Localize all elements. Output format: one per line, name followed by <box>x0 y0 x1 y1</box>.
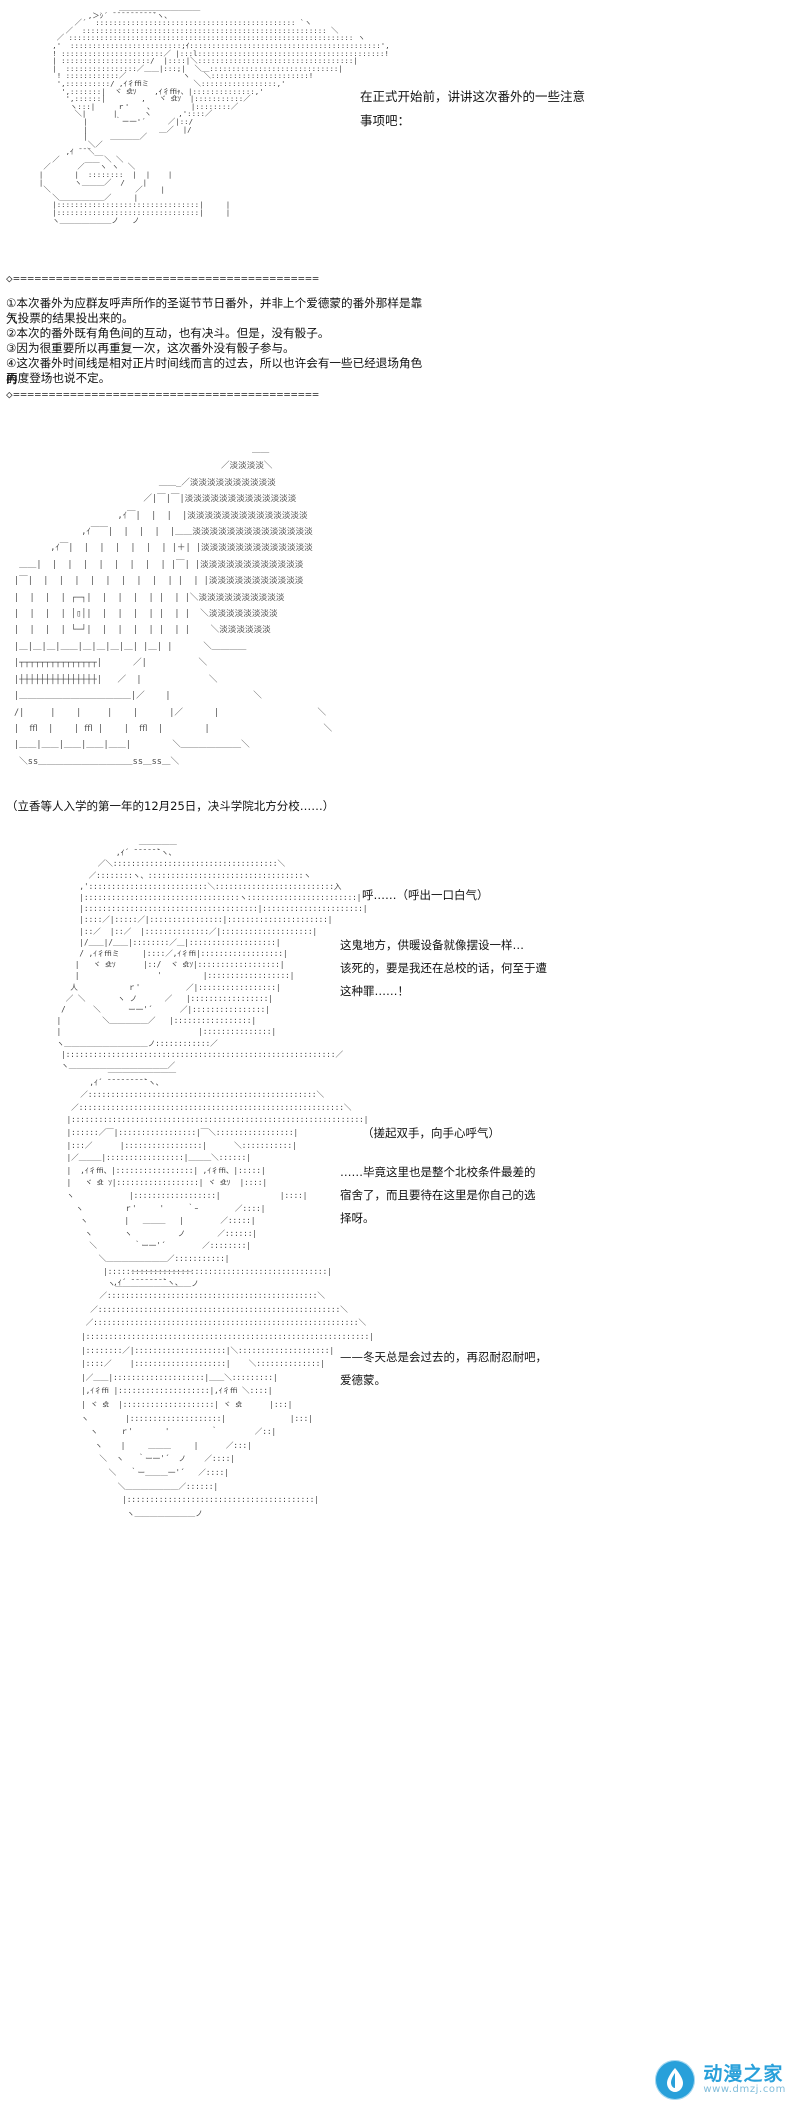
narration-intro-line1: 在正式开始前，讲讲这次番外的一些注意 <box>360 89 586 104</box>
watermark-site-url: www.dmzj.com <box>703 2083 786 2095</box>
notice-item-2: ②本次的番外既有角色间的互动，也有决斗。但是，没有骰子。 <box>6 326 330 340</box>
ascii-art-character-3: ＿＿＿＿＿＿＿＿＿ ,ｲ´ ̄ ̄ ̄ ̄ ̄ ̄ ̄ ̄ ̄`ヽ、 ／::::… <box>66 1065 369 1289</box>
dialogue-4-line2: ……毕竟这里也是整个北校条件最差的 <box>340 1165 536 1179</box>
ascii-art-character-2: ＿＿＿＿＿ ,ｲ´ ̄ ̄ ̄ ̄ ̄ ̄`ヽ、 ／＼:::::::::::::… <box>56 837 368 1071</box>
notice-separator-bottom: ◇=======================================… <box>6 388 320 401</box>
dialogue-4-line3: 宿舍了，而且要待在这里是你自己的选 <box>340 1188 536 1202</box>
notice-item-3: ③因为很重要所以再重复一次，这次番外没有骰子参与。 <box>6 341 295 355</box>
site-watermark: 动漫之家 www.dmzj.com <box>655 2060 786 2100</box>
notice-separator-top: ◇=======================================… <box>6 272 320 285</box>
dialogue-3-line3: 该死的，要是我还在总校的话，何至于遭 <box>340 961 547 975</box>
dialogue-5-line1: ——冬天总是会过去的，再忍耐忍耐吧， <box>340 1350 547 1364</box>
water-drop-icon <box>655 2060 696 2100</box>
narration-intro-line2: 事项吧： <box>360 113 411 128</box>
scene-caption-date: （立香等人入学的第一年的12月25日，决斗学院北方分校……） <box>6 799 335 813</box>
dialogue-3-line1: 呼……（呼出一口白气） <box>362 888 489 902</box>
notice-item-1-cont: 气投票的结果投出来的。 <box>6 311 134 325</box>
notice-item-4: ④这次番外时间线是相对正片时间线而言的过去，所以也许会有一些已经退场角色的 <box>6 356 423 386</box>
dialogue-3-line2: 这鬼地方，供暖设备就像摆设一样… <box>340 938 524 952</box>
watermark-site-name: 动漫之家 <box>703 2062 784 2085</box>
dialogue-4-line1: （搓起双手，向手心呼气） <box>362 1126 500 1140</box>
notice-item-1: ①本次番外为应群友呼声所作的圣诞节节日番外，并非上个爱德蒙的番外那样是靠人 <box>6 296 423 326</box>
ascii-art-castle: ＿＿ ／淡淡淡淡＼ ＿＿_／淡淡淡淡淡淡淡淡淡淡 ／|￣|￣|淡淡淡淡淡淡淡淡淡… <box>14 445 333 767</box>
dialogue-5-line2: 爱德蒙。 <box>340 1373 386 1387</box>
dialogue-3-line4: 这种罪……！ <box>340 984 409 998</box>
dialogue-4-line4: 择呀。 <box>340 1211 375 1225</box>
notice-item-4-cont: 再度登场也说不定。 <box>6 371 111 385</box>
ascii-art-character-1: ＿＿＿＿＿＿＿＿＿＿＿ ,＞ｼ´ ̄ ̄ ̄ ̄ ̄ ̄ ̄ ̄ ̄ ̄`ヽ、 … <box>38 3 390 225</box>
ascii-art-character-4: ＿＿＿＿＿＿＿＿ ,ｲ´ ̄ ̄ ̄ ̄ ̄ ̄ ̄ ̄`ヽ、 ／:::::::… <box>81 1264 374 1518</box>
